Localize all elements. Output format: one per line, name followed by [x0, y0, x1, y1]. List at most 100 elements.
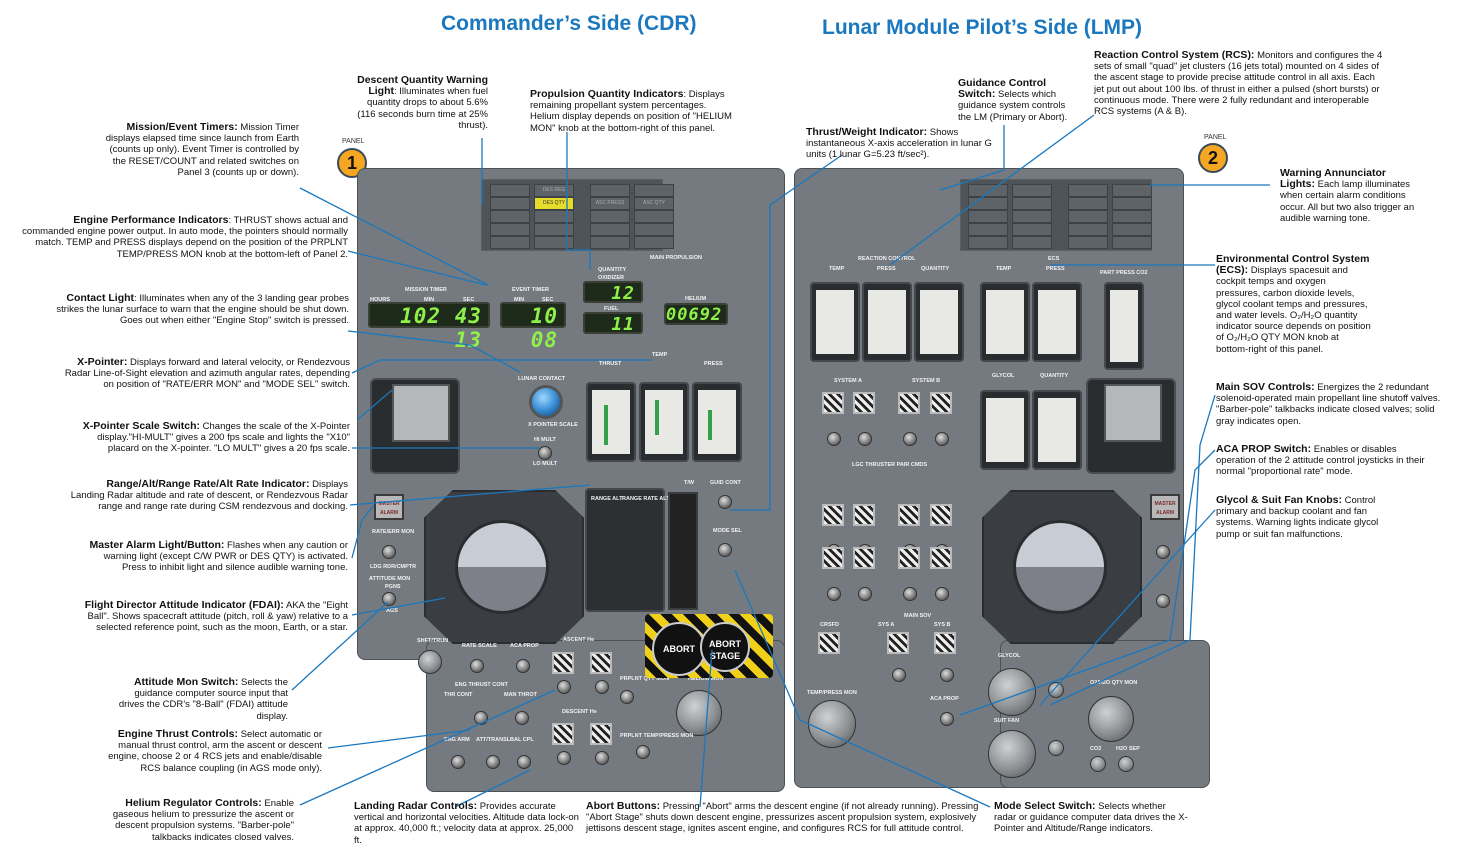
eng-arm-switch[interactable] [451, 755, 465, 769]
rcs-toggle-switch[interactable] [858, 432, 872, 446]
press-gauge [692, 382, 742, 462]
note-engine-perf: Engine Performance Indicators: THRUST sh… [20, 214, 348, 260]
ascent-he-talkback-2 [590, 652, 612, 674]
cdr-warning-lamp: DES REG [534, 184, 574, 197]
rcs-toggle-switch[interactable] [827, 587, 841, 601]
cdr-warning-lamp [634, 210, 674, 223]
helium-mon-knob[interactable] [676, 690, 722, 736]
lunar-contact-label: LUNAR CONTACT [518, 376, 566, 382]
lmp-warning-lamp [1068, 210, 1108, 223]
ascent-he-switch-2[interactable] [595, 680, 609, 694]
lmp-rate-err-switch[interactable] [1156, 545, 1170, 559]
hours-label: HOURS [370, 297, 390, 303]
prplnt-temp-press-switch[interactable] [636, 745, 650, 759]
cdr-x-pointer-screen [392, 384, 450, 442]
cdr-warning-lamp [634, 223, 674, 236]
rcs-talkback [853, 504, 875, 526]
note-fdai-heading: Flight Director Attitude Indicator (FDAI… [84, 599, 284, 611]
ascent-he-switch-1[interactable] [557, 680, 571, 694]
rate-scale-switch[interactable] [470, 659, 484, 673]
lmp-warning-lamp [1012, 236, 1052, 249]
note-engine-perf-heading: Engine Performance Indicators [73, 214, 229, 226]
rcs-toggle-switch[interactable] [935, 432, 949, 446]
o2h2o-mon-label: O2/H2O QTY MON [1090, 680, 1138, 686]
note-mission-timers-heading: Mission/Event Timers: [126, 121, 238, 133]
note-propulsion-qty-body: : Displays remaining propellant system p… [530, 89, 732, 134]
aca-prop-label-lmp: ACA PROP [930, 696, 959, 702]
thrust-gauge [586, 382, 636, 462]
cdr-warning-lamp [490, 184, 530, 197]
note-descent-qty-heading: Descent Quantity Warning Light [357, 74, 488, 98]
xptr-scale-switch[interactable] [538, 446, 552, 460]
main-sov-label: MAIN SOV [904, 613, 932, 619]
suit-fan-aux-knob[interactable] [1048, 740, 1064, 756]
range-label: RANGE ALT [591, 496, 623, 502]
glycol-aux-knob[interactable] [1048, 682, 1064, 698]
man-throt-switch[interactable] [515, 711, 529, 725]
mode-sel-switch[interactable] [718, 543, 732, 557]
note-landing-radar-heading: Landing Radar Controls: [354, 800, 478, 812]
helium-display: 00692 [664, 303, 728, 325]
descent-he-switch-2[interactable] [595, 751, 609, 765]
abort-button[interactable]: ABORT [652, 622, 706, 676]
temp-label: TEMP [652, 352, 668, 358]
h2o-sep-label: H2O SEP [1116, 746, 1140, 752]
fuel-label: FUEL [604, 306, 619, 312]
panel-2-badge: 2 [1198, 143, 1228, 173]
note-master-alarm-heading: Master Alarm Light/Button: [89, 539, 225, 551]
note-x-pointer: X-Pointer: Displays forward and lateral … [60, 356, 350, 391]
att-transl-switch[interactable] [486, 755, 500, 769]
note-warning-ann: Warning Annunciator Lights: Each lamp il… [1280, 167, 1420, 224]
glycol-label: GLYCOL [992, 373, 1015, 379]
rcs-talkback [930, 547, 952, 569]
bal-cpl-switch[interactable] [517, 755, 531, 769]
co2-knob[interactable] [1090, 756, 1106, 772]
ldg-rdr-label: LDG RDR/CMPTR [370, 564, 417, 570]
shift-trun-knob[interactable] [418, 650, 442, 674]
ascent-he-label: ASCENT He [563, 637, 595, 643]
glycol-knob[interactable] [988, 668, 1036, 716]
lmp-warning-lamp [1012, 184, 1052, 197]
o2h2o-mon-knob[interactable] [1088, 696, 1134, 742]
lgc-thruster-label: LGC THRUSTER PAIR CMDS [852, 462, 928, 468]
lmp-attitude-mon-switch[interactable] [1156, 594, 1170, 608]
main-sov-switch-b[interactable] [940, 668, 954, 682]
h2o-sep-knob[interactable] [1118, 756, 1134, 772]
note-descent-qty-body: : Illuminates when fuel quantity drops t… [357, 86, 488, 131]
prplnt-qty-mon-switch[interactable] [620, 690, 634, 704]
rcs-toggle-switch[interactable] [903, 432, 917, 446]
note-attitude-mon-heading: Attitude Mon Switch: [133, 676, 239, 688]
rcs-toggle-switch[interactable] [858, 587, 872, 601]
main-propulsion-label: MAIN PROPULSION [650, 255, 702, 261]
rcs-toggle-switch[interactable] [903, 587, 917, 601]
co2-label: CO2 [1090, 746, 1102, 752]
lmp-warning-lamp [1112, 223, 1152, 236]
rcs-toggle-switch[interactable] [935, 587, 949, 601]
part-press-co2-label: PART PRESS CO2 [1100, 270, 1148, 276]
rcs-talkback [822, 547, 844, 569]
main-sov-switch-a[interactable] [892, 668, 906, 682]
lmp-master-alarm-button[interactable]: MASTER ALARM [1150, 494, 1180, 520]
range-rate-label: RANGE RATE ALT RATE [622, 496, 686, 502]
note-mode-select: Mode Select Switch: Selects whether rada… [994, 800, 1188, 835]
cdr-aca-prop-switch[interactable] [516, 659, 530, 673]
cdr-warning-lamp: ASC QTY [634, 197, 674, 210]
suit-fan-knob[interactable] [988, 730, 1036, 778]
sec-label: SEC [463, 297, 475, 303]
note-rcs-heading: Reaction Control System (RCS): [1094, 49, 1255, 61]
note-guidance: Guidance Control Switch: Selects which g… [958, 77, 1070, 123]
quantity-label: QUANTITY [598, 267, 627, 273]
cdr-master-alarm-button[interactable]: MASTER ALARM [374, 494, 404, 520]
lmp-aca-prop-switch[interactable] [940, 712, 954, 726]
rcs-talkback [930, 392, 952, 414]
rcs-toggle-switch[interactable] [827, 432, 841, 446]
abort-stage-button[interactable]: ABORT STAGE [700, 622, 750, 672]
note-range-alt-body: Displays Landing Radar altitude and rate… [70, 479, 348, 513]
cdr-attitude-mon-switch[interactable] [382, 592, 396, 606]
guid-cont-switch[interactable] [718, 495, 732, 509]
descent-he-switch-1[interactable] [557, 751, 571, 765]
prplnt-qty-mon-label: PRPLNT QTY MON [620, 676, 670, 682]
cdr-rate-err-switch[interactable] [382, 545, 396, 559]
ecs-temp-gauge [980, 282, 1030, 362]
